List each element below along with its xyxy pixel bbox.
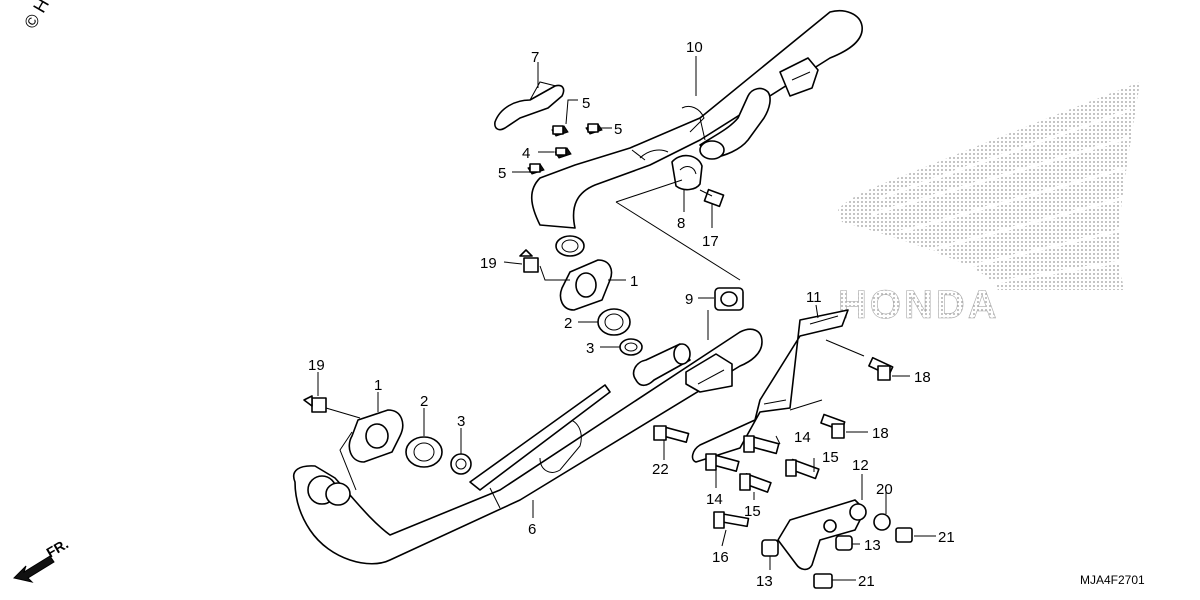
diagram-code: MJA4F2701 — [1080, 573, 1145, 587]
bolt-16 — [713, 511, 750, 529]
callout-labels: 7 10 5 5 4 5 8 17 19 1 9 2 3 19 1 2 3 6 … — [308, 39, 955, 590]
exhaust-flange-1-upper — [559, 259, 613, 311]
pipe-band-8 — [671, 154, 703, 191]
clip-4 — [554, 147, 572, 159]
callout-1-upper: 1 — [630, 273, 638, 290]
callout-5-b: 5 — [614, 121, 622, 138]
bolt-22 — [653, 425, 690, 443]
nut-21-a — [895, 527, 913, 543]
callout-14-a: 14 — [794, 429, 811, 446]
gasket-ring-upper — [555, 235, 585, 257]
callout-5-c: 5 — [498, 165, 506, 182]
callout-9: 9 — [685, 291, 693, 308]
bolt-14-a — [743, 435, 780, 455]
split-collar-2-upper — [597, 308, 631, 336]
callout-19-lower: 19 — [308, 357, 325, 374]
callout-3-upper: 3 — [586, 340, 594, 357]
callout-7: 7 — [531, 49, 539, 66]
callout-14-b: 14 — [706, 491, 723, 508]
callout-21-b: 21 — [858, 573, 875, 590]
bolt-17 — [699, 188, 725, 208]
muffler-bracket-11 — [691, 309, 849, 463]
honda-wing-logo: HONDA — [838, 82, 1140, 327]
callout-1-lower: 1 — [374, 377, 382, 394]
callout-20: 20 — [876, 481, 893, 498]
bolt-14-b — [705, 453, 740, 472]
bolt-18-a — [868, 356, 894, 381]
callout-16: 16 — [712, 549, 729, 566]
heat-shield-7 — [494, 84, 565, 131]
callout-19-upper: 19 — [480, 255, 497, 272]
clip-5-b — [585, 123, 603, 135]
callout-2-lower: 2 — [420, 393, 428, 410]
bolt-15-b — [739, 473, 772, 493]
callout-11: 11 — [806, 289, 822, 306]
callout-12: 12 — [852, 457, 869, 474]
callout-2-upper: 2 — [564, 315, 572, 332]
front-direction-indicator: FR. — [13, 535, 72, 583]
stud-nut-19-lower — [303, 395, 327, 413]
callout-13-a: 13 — [864, 537, 881, 554]
callout-6: 6 — [528, 521, 536, 538]
callout-21-a: 21 — [938, 529, 955, 546]
bolt-15-a — [785, 458, 820, 480]
clip-5-c — [527, 163, 545, 175]
clip-5-a — [551, 125, 569, 137]
callout-3-lower: 3 — [457, 413, 465, 430]
callout-13-b: 13 — [756, 573, 773, 590]
upper-pipe-bend — [699, 87, 771, 160]
leader-lines — [317, 56, 936, 581]
callout-18-b: 18 — [872, 425, 889, 442]
callout-15-a: 15 — [822, 449, 839, 466]
gasket-3-upper — [619, 338, 643, 356]
nut-21-b — [813, 573, 833, 589]
gasket-3-lower — [450, 453, 472, 475]
collar-13-b — [761, 539, 779, 557]
bushing-9 — [714, 287, 744, 311]
callout-15-b: 15 — [744, 503, 761, 520]
collar-13-a — [835, 535, 853, 551]
upper-muffler-10 — [530, 10, 863, 229]
callout-10: 10 — [686, 39, 703, 56]
callout-17: 17 — [702, 233, 719, 250]
callout-8: 8 — [677, 215, 685, 232]
exhaust-flange-1-lower — [348, 409, 404, 463]
washer-20 — [873, 513, 891, 531]
split-collar-2-lower — [405, 436, 443, 468]
callout-18-a: 18 — [914, 369, 931, 386]
copyright-mark: © H — [20, 0, 53, 32]
bolt-18-b — [820, 413, 846, 439]
callout-22: 22 — [652, 461, 669, 478]
stand-bracket-12 — [777, 499, 867, 571]
honda-wordmark: HONDA — [838, 283, 1000, 327]
callout-4: 4 — [522, 145, 530, 162]
callout-5-a: 5 — [582, 95, 590, 112]
lower-muffler-6 — [293, 328, 763, 565]
stud-nut-19-upper — [519, 249, 539, 273]
front-indicator-label: FR. — [44, 535, 72, 560]
